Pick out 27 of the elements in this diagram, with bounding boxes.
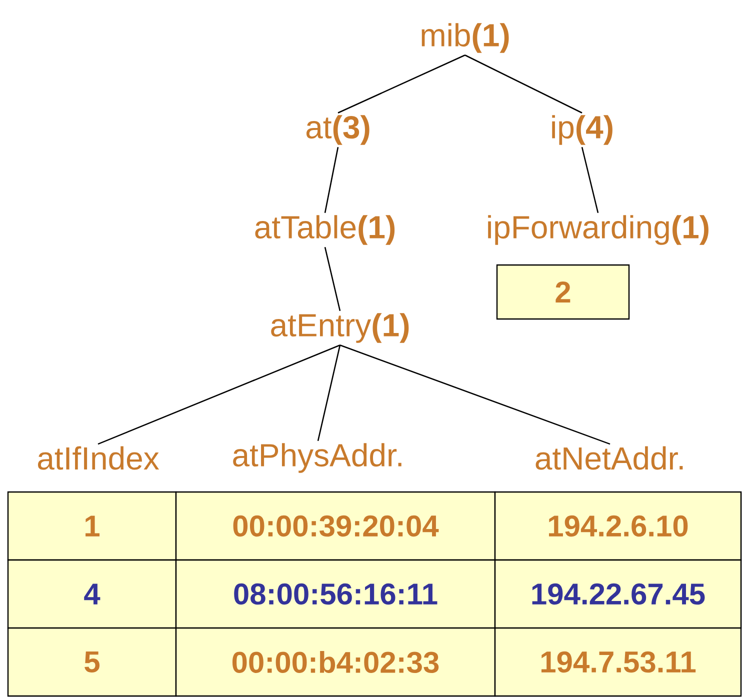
tree-label: atTable(1) [255,215,395,245]
tree-label: mib(1) [422,23,509,53]
column-heading: atPhysAddr. [233,443,402,473]
table-cell: 5 [7,627,177,697]
tree-line [324,147,339,214]
column-heading: atIfIndex [38,446,160,470]
column-heading: atNetAddr. [536,446,683,470]
tree-line [98,344,340,445]
table-cell: 00:00:39:20:04 [175,491,496,561]
tree-line [340,344,610,445]
table-cell: 08:00:56:16:11 [175,559,496,629]
value-box: 2 [496,264,630,320]
tree-line [317,344,341,442]
tree-label: ip(4) [552,115,612,145]
tree-line [464,54,582,114]
tree-line [324,246,341,312]
tree-label: atEntry(1) [271,313,409,343]
tree-label: ipForwarding(1) [488,215,708,245]
table-cell: 194.7.53.11 [494,627,742,697]
table-cell: 194.2.6.10 [494,491,742,561]
table-cell: 00:00:b4:02:33 [175,627,496,697]
table-cell: 4 [7,559,177,629]
tree-line [581,146,599,214]
table-cell: 1 [7,491,177,561]
tree-label: at(3) [306,115,370,145]
table-cell: 194.22.67.45 [494,559,742,629]
tree-line [338,54,466,114]
